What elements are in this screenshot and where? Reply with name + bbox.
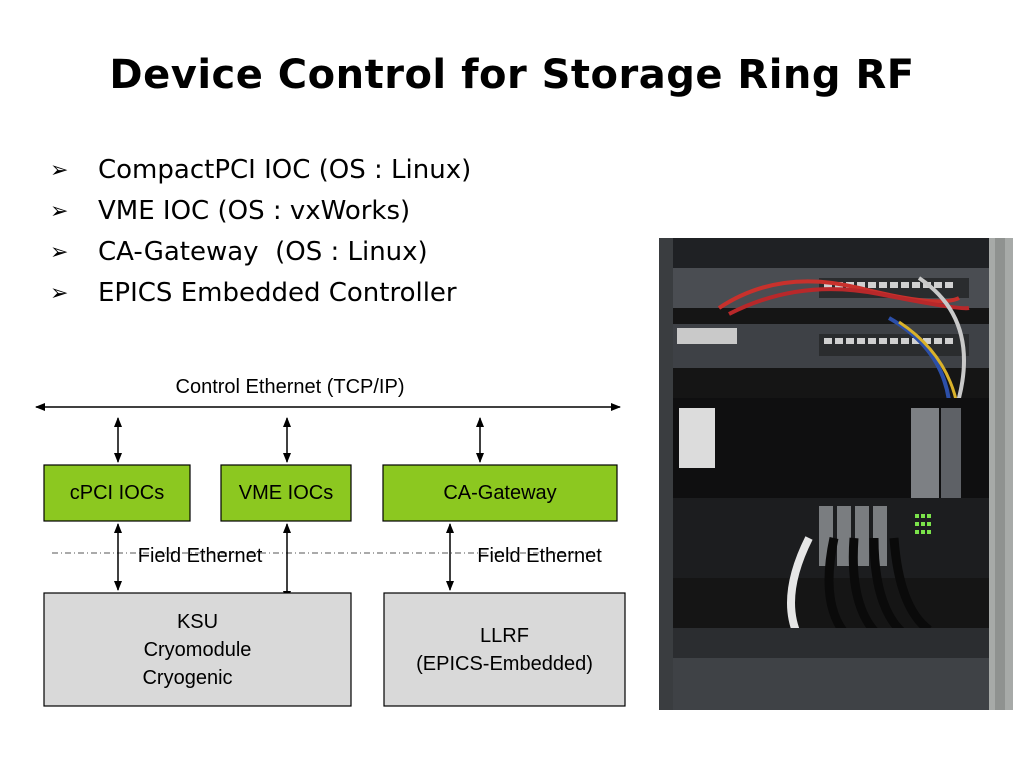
llrf-line: LLRF [480, 625, 529, 647]
field-ethernet-right-label: Field Ethernet [477, 545, 602, 567]
slide-title: Device Control for Storage Ring RF [109, 52, 915, 98]
llrf-embedded-line: (EPICS-Embedded) [416, 653, 593, 675]
bullet-item: ➢EPICS Embedded Controller [50, 273, 471, 314]
cpci-box [43, 464, 191, 522]
bullet-list: ➢CompactPCI IOC (OS : Linux) ➢VME IOC (O… [50, 150, 471, 314]
cryogenic-line: Cryogenic [142, 667, 233, 689]
arrow-bullet-icon: ➢ [50, 158, 69, 183]
bullet-item: ➢CA-Gateway (OS : Linux) [50, 232, 471, 273]
gateway-box [382, 464, 618, 522]
arrow-bullet-icon: ➢ [50, 199, 69, 224]
vme-box-label: VME IOCs [238, 482, 334, 504]
field-ethernet-left-label: Field Ethernet [137, 545, 263, 567]
gateway-box-label: CA-Gateway [443, 482, 557, 504]
equipment-rack-photo [659, 238, 1013, 710]
ksu-box-label: KSU Cryomodule Cryogenic [44, 608, 351, 692]
arrow-bullet-icon: ➢ [50, 281, 69, 306]
cpci-box-label: cPCI IOCs [69, 482, 165, 504]
ksu-line: KSU [176, 611, 219, 633]
control-ethernet-label: Control Ethernet (TCP/IP) [175, 376, 405, 398]
bullet-item: ➢VME IOC (OS : vxWorks) [50, 191, 471, 232]
llrf-box [383, 592, 626, 707]
cryomodule-line: Cryomodule [143, 639, 252, 661]
vme-box [220, 464, 352, 522]
bullet-item: ➢CompactPCI IOC (OS : Linux) [50, 150, 471, 191]
ksu-box [43, 592, 352, 707]
arrow-bullet-icon: ➢ [50, 240, 69, 265]
llrf-box-label: LLRF (EPICS-Embedded) [384, 622, 625, 678]
